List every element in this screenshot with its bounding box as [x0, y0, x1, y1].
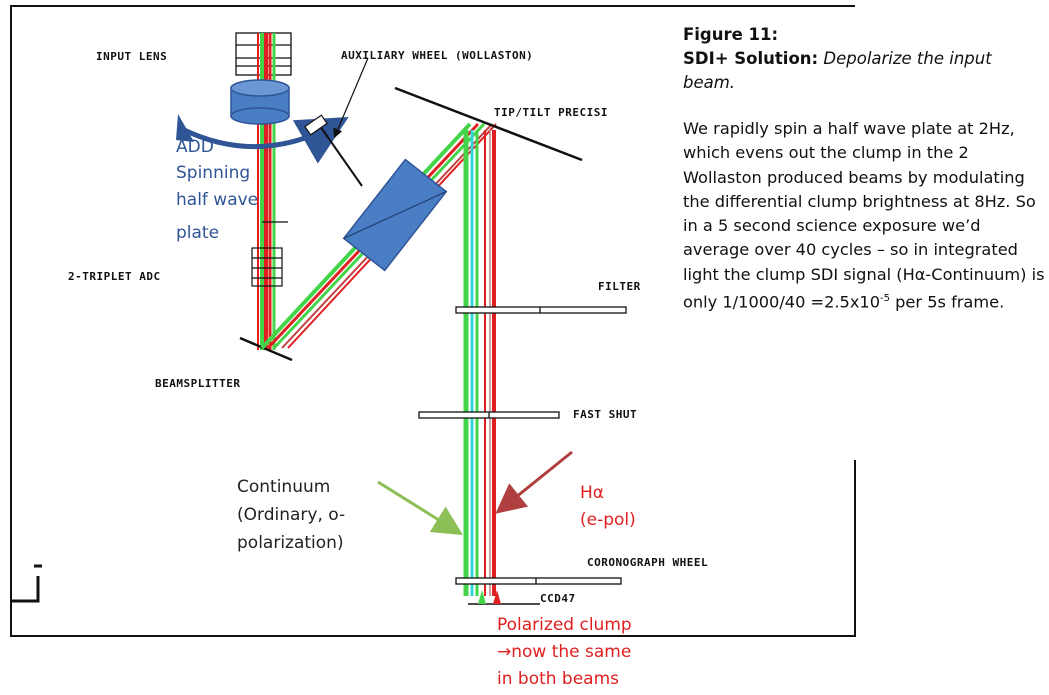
- subtitle-bold: SDI+ Solution:: [683, 49, 819, 68]
- body-exponent: -5: [880, 293, 891, 305]
- svg-text:in both beams: in both beams: [497, 669, 619, 689]
- label-ccd: CCD47: [540, 592, 576, 605]
- label-beamsplitter: BEAMSPLITTER: [155, 377, 240, 390]
- svg-text:Continuum: Continuum: [237, 477, 330, 497]
- ccd-detector: [468, 590, 540, 605]
- coronograph-plate: [455, 577, 622, 585]
- svg-text:half wave: half wave: [176, 190, 258, 210]
- half-wave-plate: [230, 79, 290, 125]
- subtitle-italic: Depolarize the input beam.: [683, 49, 992, 92]
- svg-text:Polarized clump: Polarized clump: [497, 615, 632, 635]
- filter-plate: [455, 306, 627, 314]
- svg-text:plate: plate: [176, 223, 219, 243]
- continuum-annotation: Continuum (Ordinary, o- polarization): [237, 477, 345, 553]
- diagram-frame: [10, 5, 856, 637]
- add-hwp-annotation: ADD Spinning half wave plate: [176, 137, 258, 243]
- svg-text:→now the same: →now the same: [497, 642, 631, 662]
- body-main: We rapidly spin a half wave plate at 2Hz…: [683, 119, 1045, 312]
- tip-tilt-mirror: [394, 86, 583, 162]
- svg-text:(e-pol): (e-pol): [580, 510, 636, 530]
- label-adc: 2-TRIPLET ADC: [68, 270, 161, 283]
- label-input-lens: INPUT LENS: [96, 50, 167, 63]
- spin-arrow: [178, 117, 349, 164]
- figure-title: Figure 11:: [683, 25, 779, 44]
- wollaston-prism: [304, 114, 448, 272]
- science-beam: [463, 130, 496, 596]
- label-fast-shutter: FAST SHUT: [573, 408, 637, 421]
- continuum-arrow: [377, 480, 464, 536]
- svg-text:Hα: Hα: [580, 483, 604, 503]
- figure-subtitle: SDI+ Solution: Depolarize the input beam…: [683, 47, 1045, 95]
- body-tail: per 5s frame.: [890, 292, 1005, 312]
- spin-arrow-tail: [176, 114, 194, 142]
- figure-body: We rapidly spin a half wave plate at 2Hz…: [683, 117, 1045, 315]
- figure-caption: Figure 11: SDI+ Solution: Depolarize the…: [683, 22, 1045, 315]
- polarized-clump-annotation: Polarized clump →now the same in both be…: [497, 615, 632, 689]
- label-coronograph: CORONOGRAPH WHEEL: [587, 556, 708, 569]
- svg-text:polarization): polarization): [237, 533, 344, 553]
- adc-element: [251, 221, 288, 287]
- halpha-annotation: Hα (e-pol): [580, 483, 636, 530]
- label-filter: FILTER: [598, 280, 641, 293]
- auxiliary-wheel-pointer: [333, 57, 369, 139]
- beamsplitter-mirror: [239, 336, 293, 362]
- corner-glyph-icon: [12, 564, 42, 603]
- svg-text:Spinning: Spinning: [176, 163, 250, 183]
- halpha-arrow: [495, 450, 573, 514]
- label-auxiliary-wheel: AUXILIARY WHEEL (WOLLASTON): [341, 49, 533, 62]
- fast-shutter-plate: [418, 411, 560, 419]
- svg-text:(Ordinary, o-: (Ordinary, o-: [237, 505, 345, 525]
- label-tip-tilt: TIP/TILT PRECISI: [494, 106, 608, 119]
- svg-text:ADD: ADD: [176, 137, 214, 157]
